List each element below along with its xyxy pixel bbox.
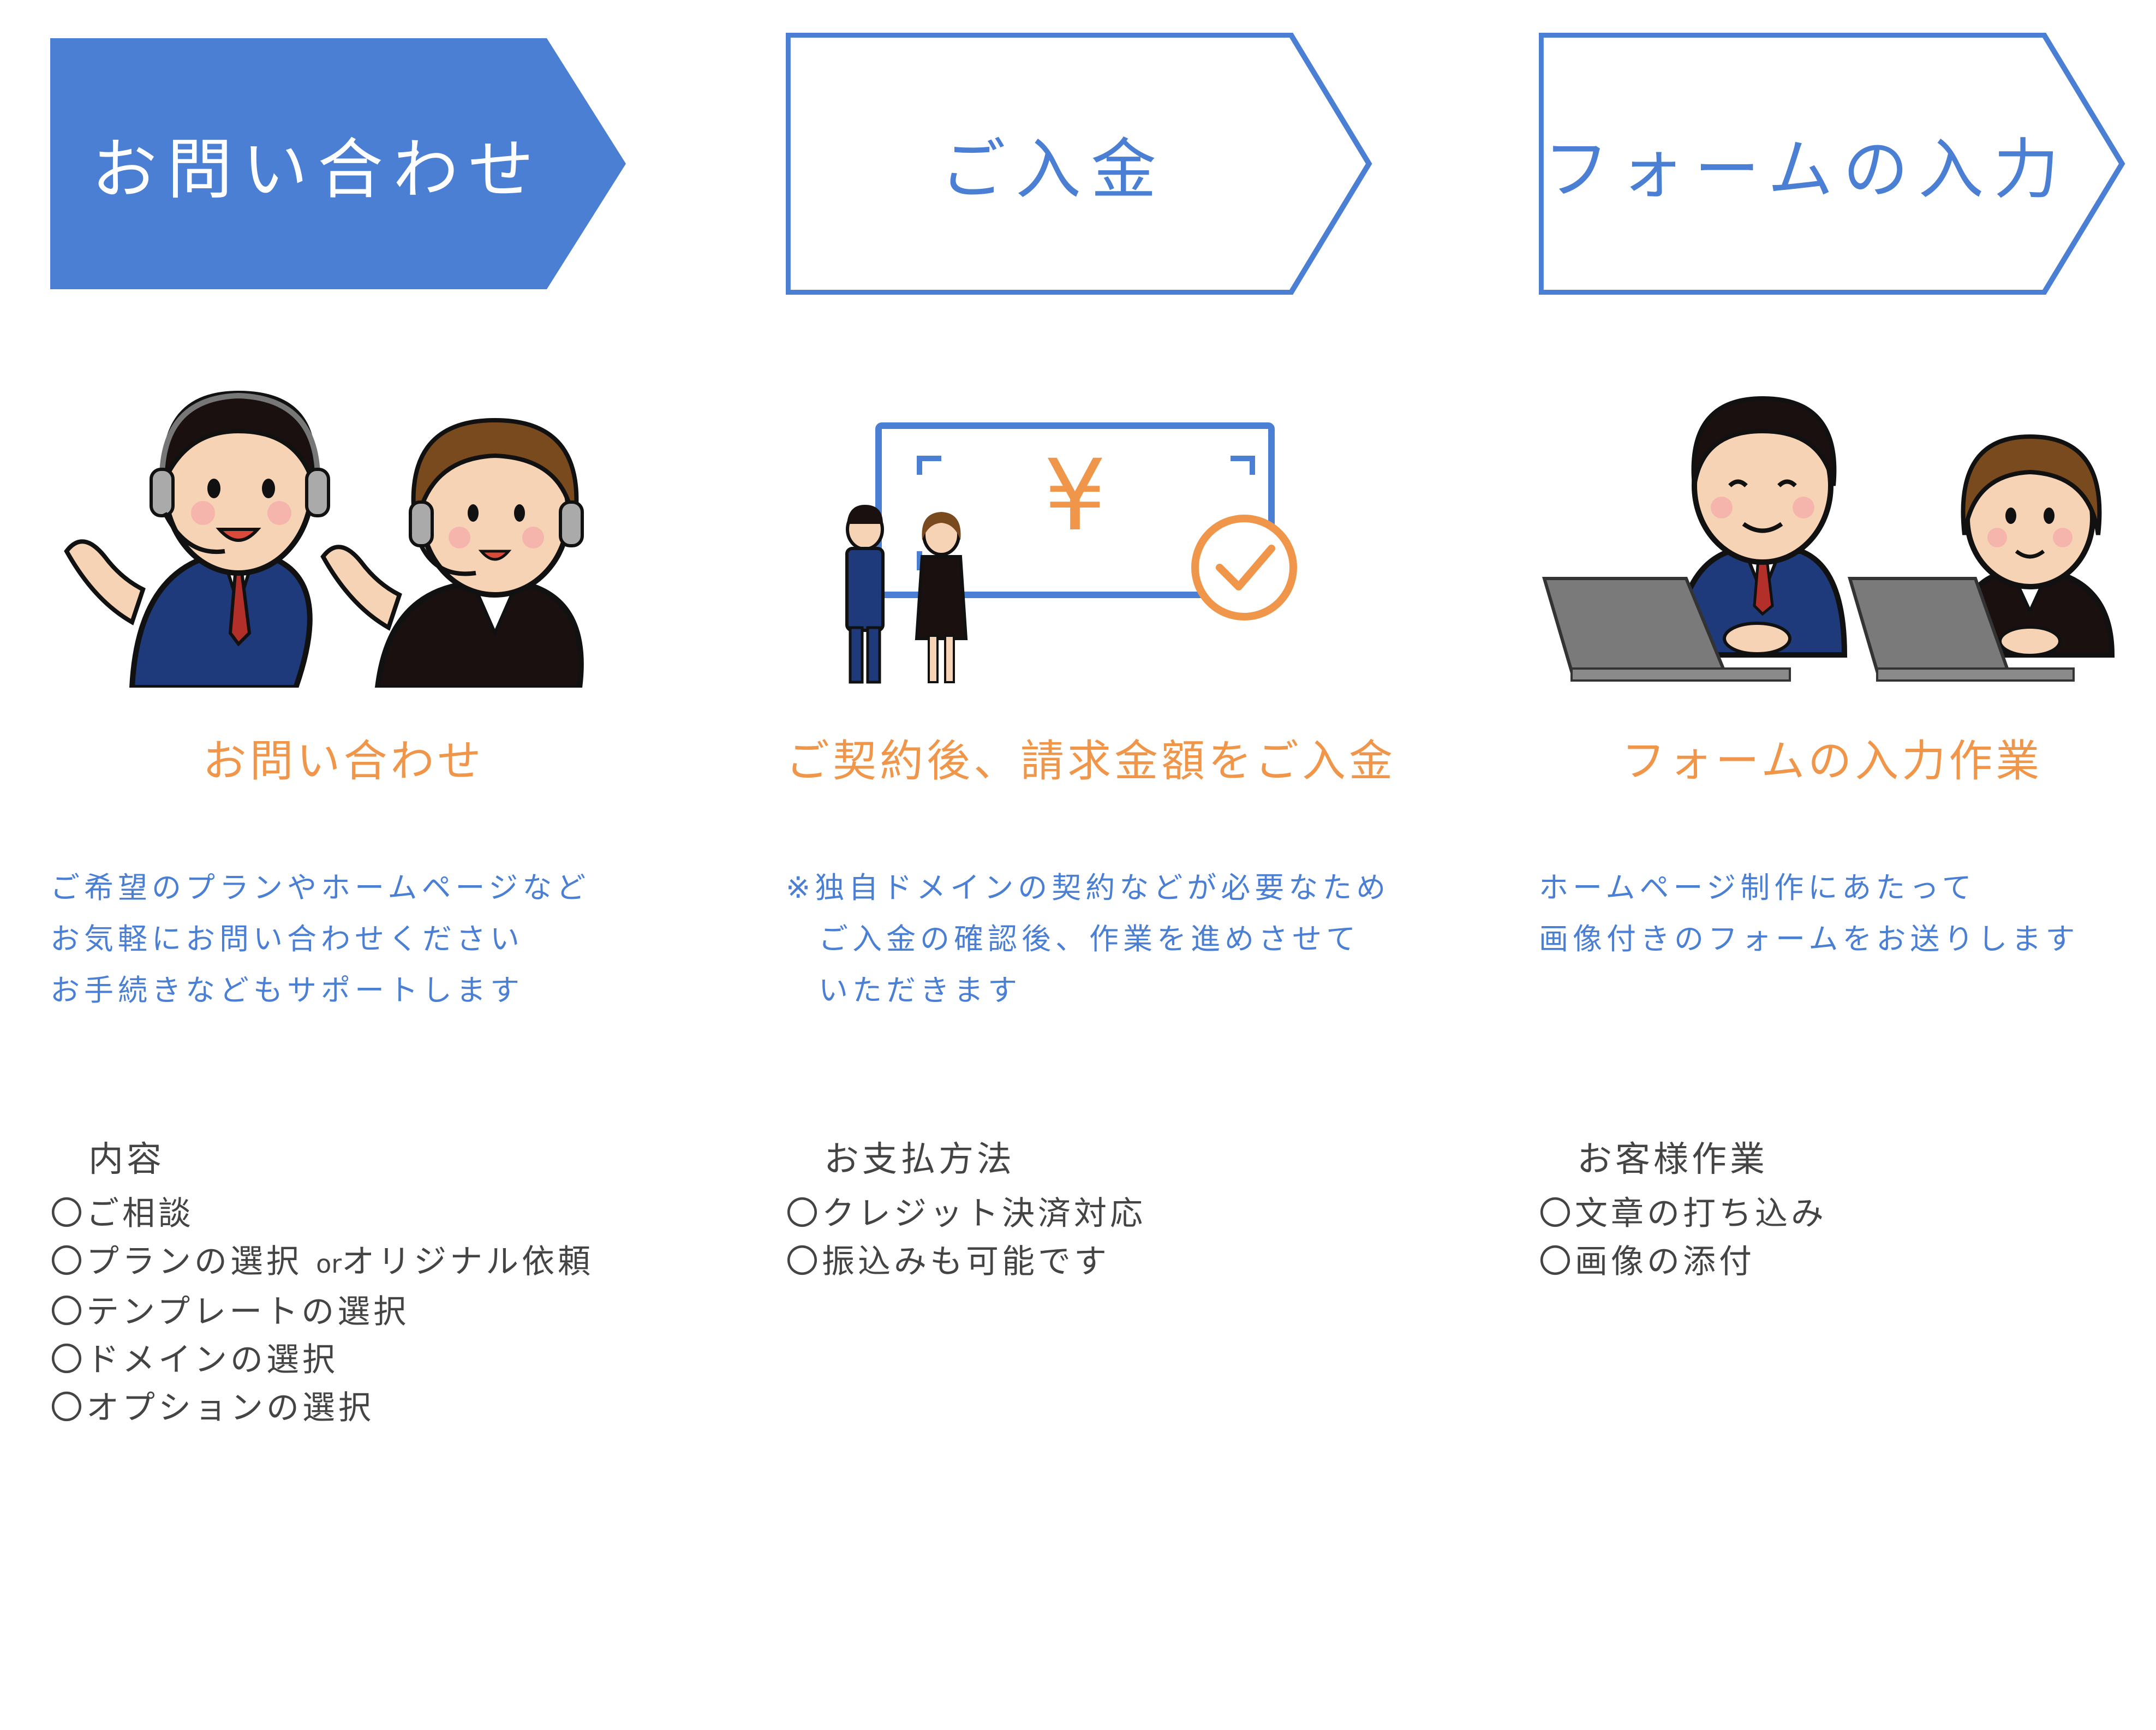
list-heading: お客様作業	[1577, 1140, 1768, 1180]
yen-symbol: ¥	[1044, 439, 1107, 553]
step-label: ご入金	[940, 132, 1166, 208]
step-label: フォームの入力	[1543, 132, 2069, 208]
list-item: 〇テンプレートの選択	[50, 1293, 410, 1331]
list-heading: お支払方法	[824, 1140, 1015, 1180]
step-column-inquiry: お問い合わせ	[50, 0, 705, 1730]
bowing-man-icon	[845, 505, 885, 684]
check-circle-icon	[1191, 515, 1297, 621]
arrow-shape	[1539, 33, 2125, 295]
woman-with-headset	[320, 417, 584, 690]
customer-task-list: お客様作業 〇文章の打ち込み 〇画像の添付	[1539, 1130, 2156, 1286]
list-item: 〇文章の打ち込み	[1539, 1195, 1827, 1233]
description-line: いただきます	[819, 973, 1022, 1007]
arrow-shape	[786, 33, 1372, 295]
bowing-woman-icon	[915, 512, 968, 683]
man-at-laptop	[1542, 396, 1848, 682]
step-description: ご希望のプランやホームページなど お気軽にお問い合わせください お手続きなどもサ…	[50, 862, 705, 1016]
list-heading: 内容	[88, 1140, 165, 1180]
step-subtitle: ご契約後、請求金額をご入金	[786, 736, 1396, 786]
laptop-staff-illustration	[1539, 349, 2125, 688]
list-item: 〇ご相談	[50, 1195, 194, 1233]
step-arrow-payment: ご入金	[786, 33, 1372, 295]
content-list: 内容 〇ご相談 〇プランの選択 orオリジナル依頼 〇テンプレートの選択 〇ドメ…	[50, 1130, 705, 1432]
list-item: 〇オプションの選択	[50, 1389, 374, 1427]
step-description: ※独自ドメインの契約などが必要なため ご入金の確認後、作業を進めさせて いただき…	[786, 862, 1441, 1016]
step-arrow-inquiry: お問い合わせ	[50, 33, 637, 295]
list-item: 〇クレジット決済対応	[786, 1195, 1146, 1233]
step-subtitle: お問い合わせ	[202, 736, 485, 786]
description-line: ご入金の確認後、作業を進めさせて	[819, 922, 1360, 956]
step-subtitle: フォームの入力作業	[1621, 736, 2043, 786]
payment-method-list: お支払方法 〇クレジット決済対応 〇振込みも可能です	[786, 1130, 1441, 1286]
description-line: ホームページ制作にあたって	[1539, 870, 1976, 905]
list-item: 〇振込みも可能です	[786, 1243, 1110, 1281]
description-line: 画像付きのフォームをお送りします	[1539, 922, 2080, 956]
list-item: 〇プランの選択 orオリジナル依頼	[50, 1238, 705, 1288]
payment-illustration: ¥	[786, 349, 1372, 688]
step-column-form: フォームの入力	[1539, 0, 2156, 1730]
list-item-or: or	[316, 1249, 342, 1279]
description-line: お気軽にお問い合わせください	[50, 922, 524, 956]
list-item-text-rest: オリジナル依頼	[342, 1243, 594, 1281]
man-with-headset	[64, 390, 330, 690]
step-arrow-form: フォームの入力	[1539, 33, 2125, 295]
step-label: お問い合わせ	[92, 132, 544, 208]
woman-at-laptop	[1847, 434, 2115, 682]
step-column-payment: ご入金 ¥	[786, 0, 1441, 1730]
arrow-shape	[50, 38, 626, 289]
support-staff-illustration	[50, 349, 637, 690]
description-line: お手続きなどもサポートします	[50, 973, 524, 1007]
list-item-text: 〇プランの選択	[50, 1243, 316, 1281]
list-item: 〇ドメインの選択	[50, 1341, 338, 1379]
step-description: ホームページ制作にあたって 画像付きのフォームをお送りします	[1539, 862, 2156, 965]
description-line: ※独自ドメインの契約などが必要なため	[786, 870, 1390, 905]
list-item: 〇画像の添付	[1539, 1243, 1755, 1281]
description-line: ご希望のプランやホームページなど	[50, 870, 590, 905]
